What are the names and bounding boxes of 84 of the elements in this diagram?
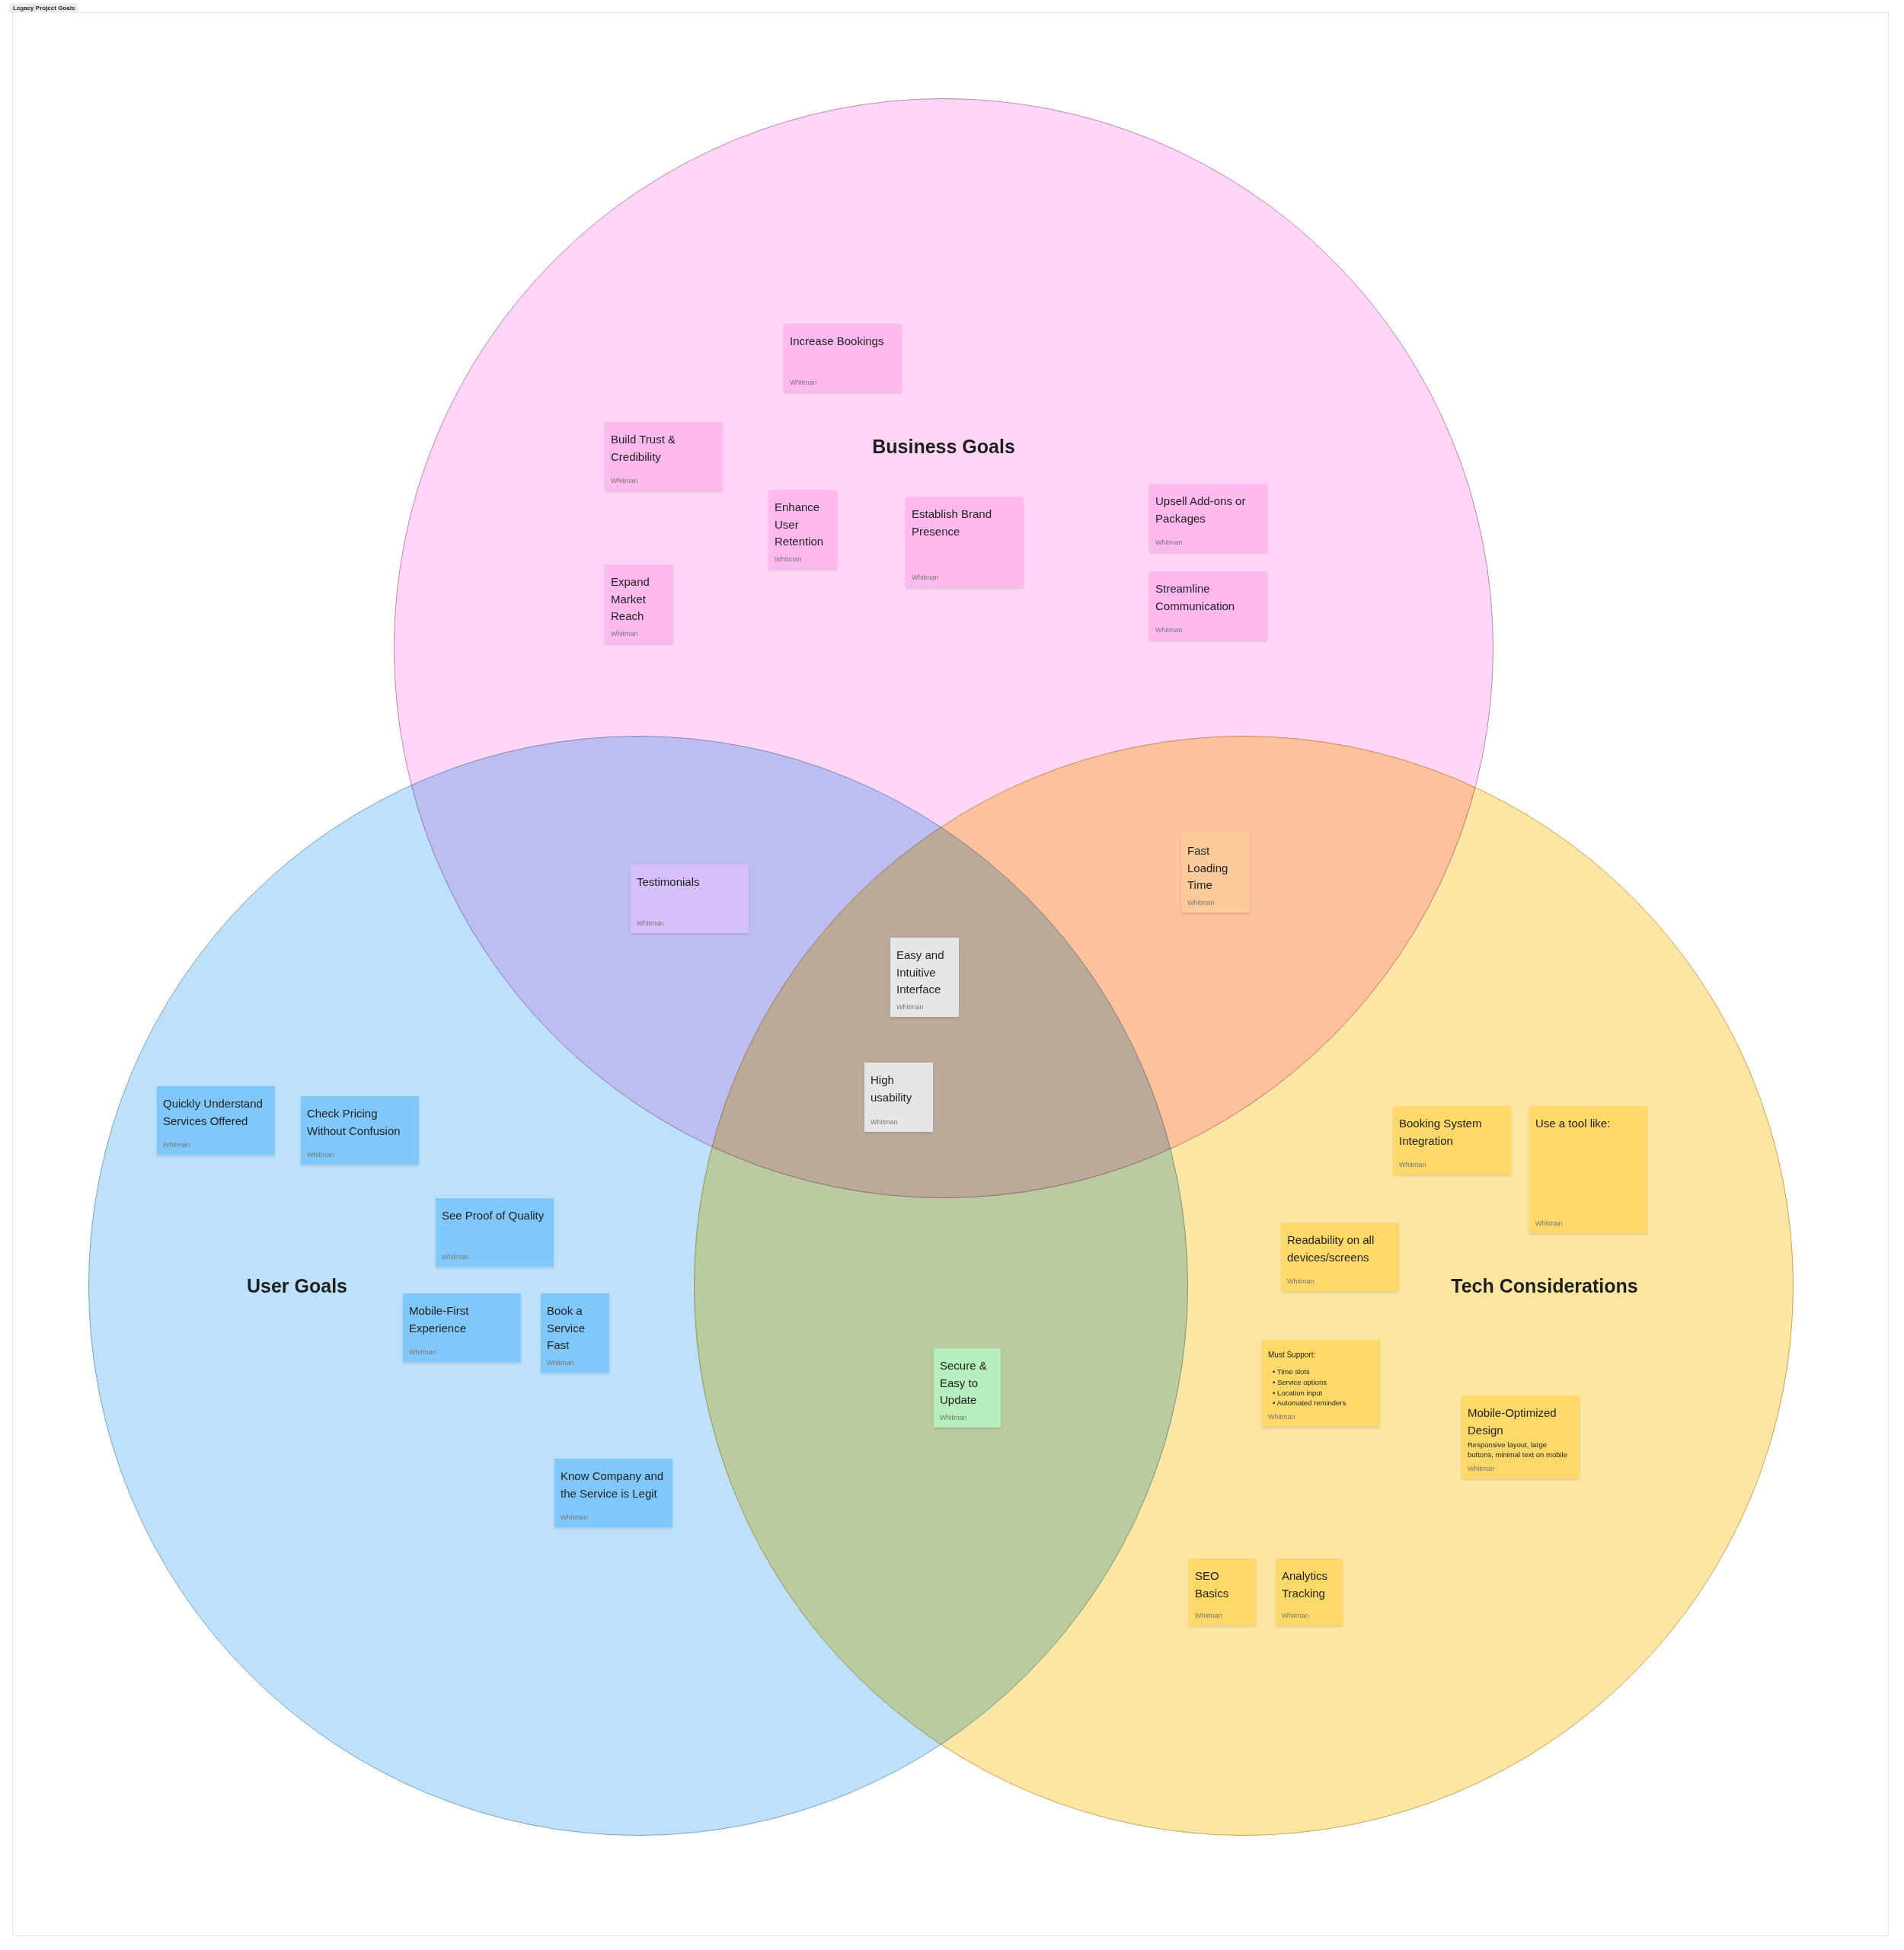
note-text: Secure & Easy to Update (940, 1358, 988, 1408)
sticky-note (403, 1293, 521, 1362)
author-name: Whitman (1399, 1160, 1427, 1168)
note-text: SEO Basics (1195, 1568, 1230, 1601)
circle-heading: Business Goals (872, 435, 1015, 458)
note-text: Mobile-First Experience (409, 1303, 470, 1336)
sticky-note (436, 1198, 554, 1267)
sticky-note (784, 324, 902, 392)
note-text: Increase Bookings (790, 334, 885, 349)
author-name: Whitman (637, 919, 665, 927)
note-text: Booking System Integration (1399, 1116, 1483, 1149)
note-text: Readability on all devices/screens (1287, 1232, 1375, 1265)
sticky-note (1276, 1558, 1343, 1626)
note-text: Book a Service Fast (547, 1303, 586, 1353)
sticky-note (890, 938, 959, 1017)
sticky-note (301, 1096, 419, 1165)
author-name: Whitman (442, 1252, 470, 1261)
note-text: Upsell Add-ons or Packages (1155, 494, 1247, 526)
sticky-note (1393, 1106, 1511, 1175)
sticky-note (1149, 484, 1267, 552)
sticky-note (1462, 1395, 1580, 1478)
sticky-note (934, 1348, 1001, 1427)
author-name: Whitman (775, 554, 803, 563)
sticky-note (1149, 571, 1267, 640)
sticky-note (906, 497, 1024, 587)
sticky-note (631, 865, 749, 933)
board-title: Legacy Project Goals (9, 3, 79, 13)
note-text: Check Pricing Without Confusion (307, 1106, 401, 1139)
author-name: Whitman (307, 1150, 335, 1159)
author-name: Whitman (611, 628, 639, 638)
sticky-note (1281, 1223, 1399, 1291)
note-text: Testimonials (637, 874, 701, 890)
author-name: Whitman (547, 1357, 575, 1367)
note-text: Know Company and the Service is Legit (561, 1469, 665, 1501)
author-name: Whitman (561, 1513, 589, 1521)
author-name: Whitman (1535, 1219, 1564, 1227)
author-name: Whitman (912, 573, 940, 581)
sticky-note (1181, 833, 1250, 913)
author-name: Whitman (1155, 538, 1184, 546)
author-name: Whitman (611, 476, 639, 484)
note-text: Quickly Understand Services Offered (163, 1096, 264, 1129)
circle-heading: User Goals (247, 1274, 347, 1297)
circle-heading: Tech Considerations (1451, 1274, 1638, 1297)
note-text: Build Trust & Credibility (611, 432, 677, 465)
author-name: Whitman (1287, 1277, 1315, 1285)
note-text: Mobile-Optimized Design (1468, 1405, 1557, 1438)
list-item: • Location input (1273, 1387, 1324, 1399)
author-name: Whitman (1468, 1463, 1496, 1472)
note-text: Streamline Communication (1155, 581, 1236, 614)
sticky-note (1189, 1558, 1256, 1626)
note-text: High usability (871, 1072, 913, 1105)
note-description: Responsive layout, large buttons, minimal text on mobile (1468, 1440, 1568, 1460)
note-text: Fast Loading Time (1187, 843, 1229, 893)
sticky-note (605, 422, 723, 491)
author-name: Whitman (163, 1140, 191, 1149)
sticky-note (864, 1063, 933, 1132)
sticky-note (605, 564, 673, 644)
list-item: • Time slots (1273, 1367, 1311, 1377)
note-text: Analytics Tracking (1282, 1568, 1329, 1601)
sticky-note (1262, 1340, 1380, 1427)
list-item: • Service options (1273, 1376, 1327, 1388)
sticky-note (157, 1086, 275, 1155)
note-text: Establish Brand Presence (912, 507, 993, 539)
author-name: Whitman (1195, 1611, 1223, 1619)
list-item: • Automated reminders (1273, 1398, 1347, 1409)
note-text: Enhance User Retention (775, 500, 825, 549)
author-name: Whitman (1155, 625, 1184, 634)
note-text: Must Support: (1268, 1350, 1317, 1360)
author-name: Whitman (409, 1347, 437, 1356)
sticky-note (554, 1459, 672, 1527)
author-name: Whitman (790, 378, 818, 386)
note-text: Easy and Intuitive Interface (896, 948, 945, 997)
note-text: See Proof of Quality (442, 1208, 545, 1223)
note-text: Expand Market Reach (611, 574, 650, 624)
author-name: Whitman (1268, 1412, 1296, 1421)
author-name: Whitman (940, 1412, 968, 1421)
sticky-note (541, 1293, 609, 1373)
note-text: Use a tool like: (1535, 1116, 1612, 1131)
author-name: Whitman (896, 1002, 925, 1011)
author-name: Whitman (1187, 897, 1216, 906)
author-name: Whitman (1282, 1611, 1310, 1619)
sticky-note (1529, 1106, 1647, 1233)
author-name: Whitman (871, 1117, 899, 1126)
sticky-note (768, 490, 837, 569)
